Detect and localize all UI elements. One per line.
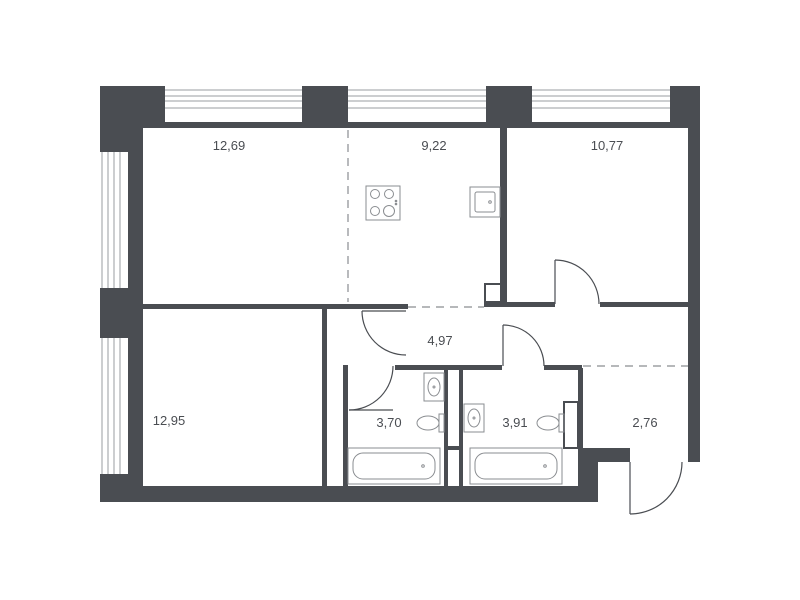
wall-kitchen-bedroom-right [500,128,507,305]
doors [348,259,683,515]
bathroom-1-bathtub-icon [347,447,441,485]
door-bathroom-1 [348,365,394,411]
area-bedroom-right: 10,77 [591,138,624,153]
bathroom-2-toilet-icon [536,413,565,433]
door-bathroom-2 [502,324,545,367]
area-kitchen: 9,22 [421,138,446,153]
area-bedroom-left: 12,95 [153,413,186,428]
wall-bath-1-left [343,365,348,486]
wall-bedroom-right-bottom-b [600,302,688,307]
wall-shaft-top [444,446,463,450]
area-bathroom-2: 3,91 [502,415,527,430]
bathroom-1-sink-icon [423,372,445,402]
wall-bath-2-right [578,368,583,486]
door-entrance [629,461,683,515]
area-living-room: 12,69 [213,138,246,153]
door-bedroom-left [361,310,407,356]
area-hallway: 4,97 [427,333,452,348]
wall-top-inner [143,122,688,128]
kitchen-sink-icon [469,186,501,218]
window-left-1 [101,152,121,288]
window-top-1 [165,89,302,109]
fixtures [347,185,565,485]
wall-corridor-bottom [395,365,502,370]
area-bathroom-1: 3,70 [376,415,401,430]
wall-bath-divider-b [459,368,463,486]
wall-corridor-bottom-2 [544,365,582,370]
wall-bottom [128,486,598,502]
column-top-left [100,86,165,152]
cooktop-icon [365,185,401,221]
area-labels: 12,69 9,22 10,77 12,95 4,97 3,70 3,91 2,… [153,138,658,430]
wall-bath-divider-a [444,368,448,486]
window-top-2 [348,89,486,109]
wall-left-inner [128,128,143,474]
bathroom-1-toilet-icon [416,413,445,433]
shaft-kitchen [484,283,502,303]
window-top-3 [532,89,670,109]
bathroom-2-bathtub-icon [469,447,563,485]
bathroom-2-sink-icon [463,403,485,433]
door-bedroom-right [554,259,600,305]
area-entry-hall: 2,76 [632,415,657,430]
zone-separators [347,130,688,367]
wall-right [688,86,700,462]
wall-living-bedroom [143,304,408,309]
column-top-mid-1 [302,86,348,128]
wall-bedroom-left-right [322,309,327,486]
column-top-mid-2 [486,86,532,128]
walls [100,86,700,502]
window-left-2 [101,338,121,474]
shaft-bathroom-2 [563,401,579,449]
windows [101,89,670,474]
wall-bedroom-right-bottom-a [484,302,555,307]
